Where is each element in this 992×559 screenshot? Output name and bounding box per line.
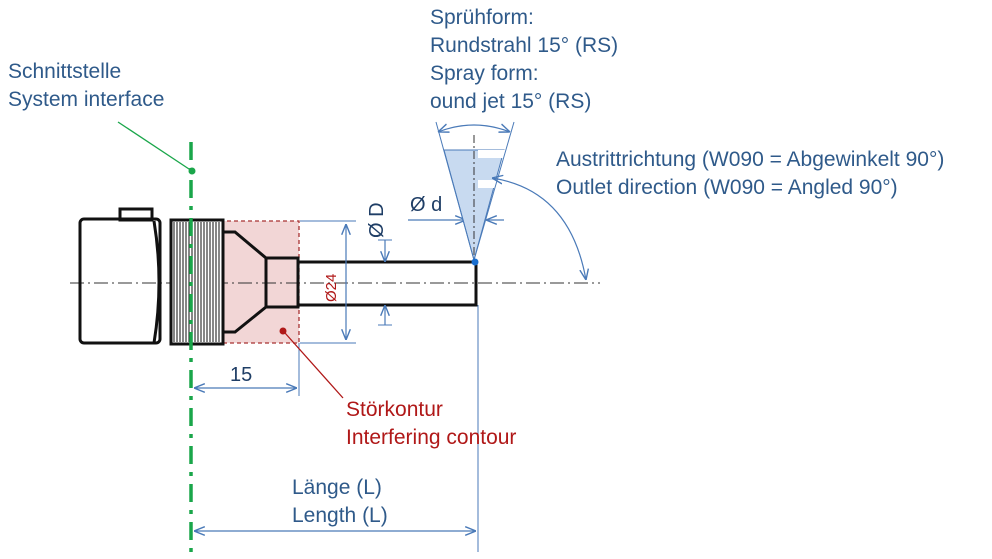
- label-spray-en-title: Spray form:: [430, 62, 539, 85]
- dimension-label-D: Ø D: [366, 202, 388, 238]
- system-interface-leader: [117, 121, 193, 172]
- label-spray-de-title: Sprühform:: [430, 6, 534, 29]
- label-spray-de-value: Rundstrahl 15° (RS): [430, 34, 619, 57]
- spray-angle-arc: [438, 125, 510, 132]
- label-spray-en-value: ound jet 15° (RS): [430, 90, 592, 113]
- connector-body: [78, 207, 162, 345]
- dimension-label-24: Ø24: [323, 273, 340, 302]
- label-contour-de: Störkontur: [346, 398, 443, 421]
- label-outlet-en: Outlet direction (W090 = Angled 90°): [556, 176, 898, 199]
- label-interface-de: Schnittstelle: [8, 60, 122, 83]
- dimension-label-15: 15: [230, 364, 253, 386]
- connector-cone: [221, 230, 300, 334]
- label-length-de: Länge (L): [292, 476, 382, 499]
- interfering-contour-leader: [284, 332, 344, 399]
- label-outlet-de: Austrittrichtung (W090 = Abgewinkelt 90°…: [556, 148, 945, 171]
- interfering-contour-marker: [279, 327, 287, 335]
- label-interface-en: System interface: [8, 88, 165, 111]
- outlet-point: [471, 258, 479, 266]
- outlet-angle-arc: [492, 178, 586, 280]
- knurled-ring: [169, 218, 225, 346]
- dimension-label-d: Ø d: [410, 194, 443, 216]
- label-contour-en: Interfering contour: [346, 426, 517, 449]
- label-length-en: Length (L): [292, 504, 388, 527]
